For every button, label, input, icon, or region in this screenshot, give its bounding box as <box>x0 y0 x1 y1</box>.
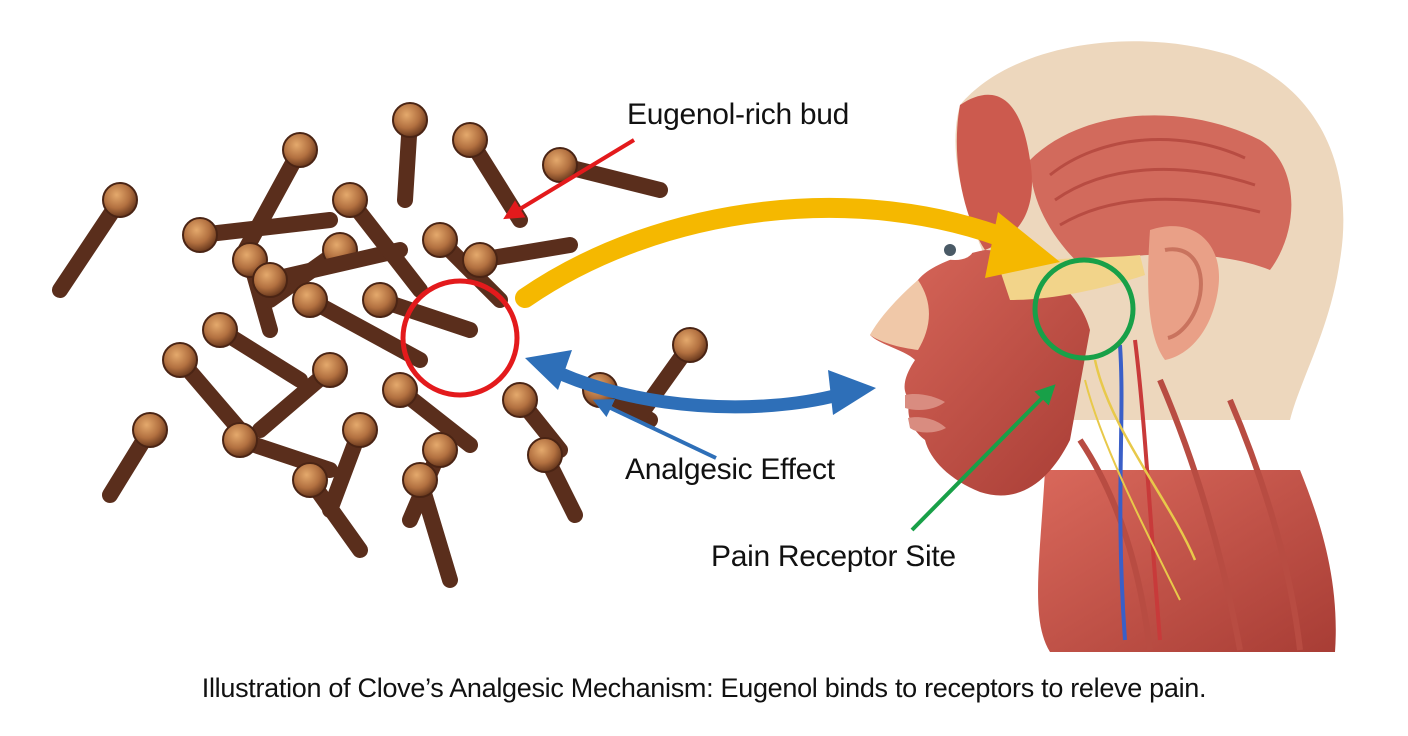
green-circle-marker <box>1032 257 1136 361</box>
clove-bud <box>392 102 428 138</box>
clove-bud <box>542 147 578 183</box>
label-pain-receptor-site: Pain Receptor Site <box>711 540 956 573</box>
clove-stem <box>342 192 428 298</box>
label-eugenol-rich-bud: Eugenol-rich bud <box>627 98 850 131</box>
clove-bud <box>182 217 218 253</box>
clove-bud <box>362 282 398 318</box>
clove-bud <box>502 382 538 418</box>
clove-bud <box>102 182 138 218</box>
clove-bud <box>222 422 258 458</box>
clove-bud <box>672 327 708 363</box>
clove-bud <box>162 342 198 378</box>
analgesic-pointer <box>592 399 717 460</box>
clove-stem <box>302 292 428 368</box>
clove-bud <box>292 462 328 498</box>
clove-bud <box>422 432 458 468</box>
label-analgesic-effect: Analgesic Effect <box>625 453 835 486</box>
clove-bud <box>252 262 288 298</box>
clove-bud <box>402 462 438 498</box>
clove-bud <box>282 132 318 168</box>
clove-stem <box>232 142 308 268</box>
clove-bud <box>382 372 418 408</box>
clove-bud <box>527 437 563 473</box>
clove-bud <box>202 312 238 348</box>
clove-stem <box>192 212 338 243</box>
bud-pointer-arrow <box>503 138 636 220</box>
clove-pile-image <box>52 102 708 588</box>
blue-double-arrow <box>525 350 876 415</box>
clove-bud <box>342 412 378 448</box>
clove-bud <box>132 412 168 448</box>
yellow-arrow <box>515 197 1060 308</box>
red-circle-marker <box>400 278 520 398</box>
clove-bud <box>312 352 348 388</box>
clove-stem <box>262 242 408 288</box>
clove-bud <box>422 222 458 258</box>
figure-caption: Illustration of Clove’s Analgesic Mechan… <box>201 673 1207 703</box>
receptor-pointer-arrow <box>910 384 1056 532</box>
clove-bud <box>332 182 368 218</box>
clove-bud <box>292 282 328 318</box>
clove-bud <box>452 122 488 158</box>
clove-bud <box>462 242 498 278</box>
clove-stem <box>52 192 128 298</box>
